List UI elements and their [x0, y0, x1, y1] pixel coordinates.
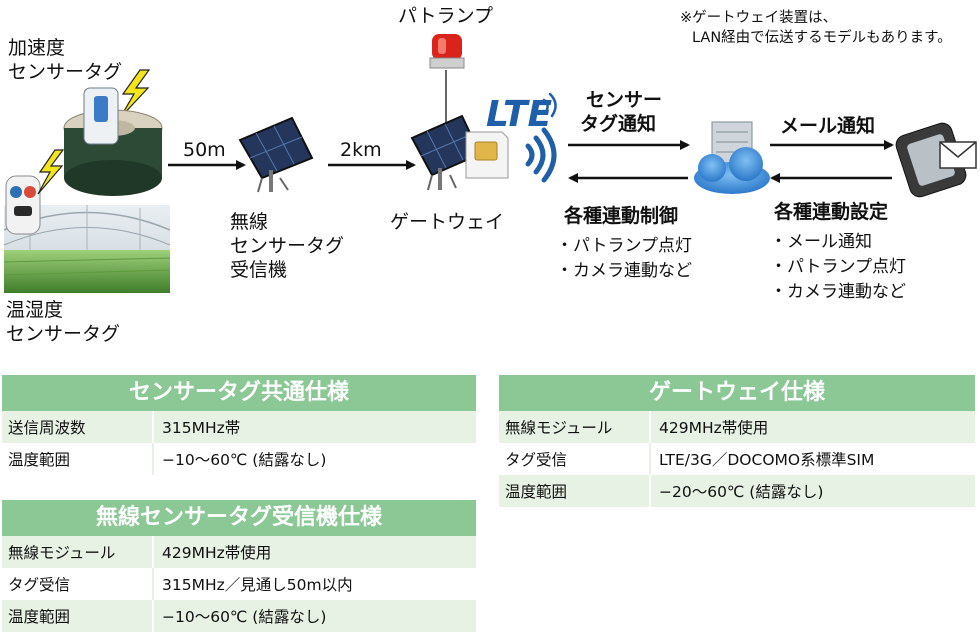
table-row: 無線モジュール 429MHz帯使用	[2, 536, 476, 568]
spec-key: 無線モジュール	[505, 419, 613, 437]
settings-item-mail: ・メール通知	[770, 232, 872, 252]
receiver-spec-title: 無線センサータグ受信機仕様	[2, 500, 476, 536]
sensor-notify-label: センサー タグ通知	[580, 88, 662, 136]
spec-key: タグ受信	[8, 576, 71, 594]
spec-value: 315MHz帯	[152, 411, 476, 443]
sensor-notify-line1: センサー	[586, 89, 663, 111]
spec-key: 温度範囲	[8, 451, 71, 469]
receiver-label-line1: 無線	[230, 211, 269, 233]
control-list: ・パトランプ点灯 ・カメラ連動など	[556, 234, 692, 284]
flow-arrows	[168, 140, 894, 183]
note-line1: ※ゲートウェイ装置は、	[680, 10, 838, 26]
settings-title: 各種連動設定	[774, 201, 889, 223]
accel-tag-label-line1: 加速度	[8, 37, 66, 59]
receiver-label: 無線 センサータグ 受信機	[230, 210, 344, 282]
sim-card-icon	[465, 131, 509, 179]
table-row: タグ受信 LTE/3G／DOCOMO系標準SIM	[499, 443, 975, 475]
table-row: 送信周波数 315MHz帯	[2, 411, 476, 443]
greenhouse-image	[3, 205, 171, 293]
smartphone-icon	[895, 122, 977, 198]
spec-value: 315MHz／見通し50m以内	[152, 568, 476, 600]
spec-value: 429MHz帯使用	[649, 411, 975, 443]
system-diagram	[3, 34, 977, 293]
accel-tag-label-line2: センサータグ	[8, 61, 123, 83]
spec-key: 温度範囲	[8, 608, 71, 626]
note-line2: LAN経由で伝送するモデルもあります。	[692, 30, 952, 46]
spec-key: 送信周波数	[8, 419, 86, 437]
mail-notify-label: メール通知	[780, 115, 876, 137]
spec-value: −10〜60℃ (結露なし)	[152, 600, 476, 632]
lte-signal-icon	[525, 92, 557, 183]
table-row: 温度範囲 −10〜60℃ (結露なし)	[2, 443, 476, 475]
settings-item-camera: ・カメラ連動など	[770, 282, 906, 302]
sensor-notify-line2: タグ通知	[580, 113, 657, 135]
gateway-label: ゲートウェイ	[390, 211, 505, 233]
patlamp-label: パトランプ	[398, 5, 494, 27]
control-item-patlamp: ・パトランプ点灯	[556, 236, 692, 256]
tag-common-spec-table: センサータグ共通仕様 送信周波数 315MHz帯 温度範囲 −10〜60℃ (結…	[2, 375, 476, 475]
distance-50m-label: 50m	[183, 139, 226, 161]
spec-value: −20〜60℃ (結露なし)	[649, 475, 975, 507]
receiver-solar-panel-icon	[238, 116, 314, 193]
temp-humidity-tag-icon	[5, 175, 41, 235]
settings-item-patlamp: ・パトランプ点灯	[770, 257, 906, 277]
gateway-lan-note: ※ゲートウェイ装置は、 LAN経由で伝送するモデルもあります。	[680, 8, 952, 48]
receiver-label-line3: 受信機	[230, 259, 288, 281]
table-row: 温度範囲 −10〜60℃ (結露なし)	[2, 600, 476, 632]
control-item-camera: ・カメラ連動など	[556, 261, 692, 281]
gateway-solar-panel-icon	[410, 70, 482, 191]
cloud-server-icon	[694, 121, 770, 194]
lte-logo: LTE	[486, 94, 553, 135]
lightning-bolt-icon	[37, 69, 151, 195]
spec-value: 429MHz帯使用	[152, 536, 476, 568]
temp-tag-label-line2: センサータグ	[6, 323, 121, 345]
table-row: 温度範囲 −20〜60℃ (結露なし)	[499, 475, 975, 507]
spec-value: −10〜60℃ (結露なし)	[152, 443, 476, 475]
accel-tag-label: 加速度 センサータグ	[8, 36, 122, 84]
gateway-spec-title: ゲートウェイ仕様	[499, 375, 975, 411]
receiver-spec-table: 無線センサータグ受信機仕様 無線モジュール 429MHz帯使用 タグ受信 315…	[2, 500, 476, 632]
gateway-spec-table: ゲートウェイ仕様 無線モジュール 429MHz帯使用 タグ受信 LTE/3G／D…	[499, 375, 975, 507]
spec-value: LTE/3G／DOCOMO系標準SIM	[649, 443, 975, 475]
temp-tag-label: 温湿度 センサータグ	[6, 298, 120, 346]
tag-common-spec-title: センサータグ共通仕様	[2, 375, 476, 411]
accelerometer-tag-icon	[63, 87, 163, 196]
control-title: 各種連動制御	[564, 205, 679, 227]
patlamp-icon	[429, 34, 465, 69]
spec-key: タグ受信	[505, 451, 568, 469]
spec-key: 温度範囲	[505, 483, 568, 501]
spec-key: 無線モジュール	[8, 544, 116, 562]
table-row: タグ受信 315MHz／見通し50m以内	[2, 568, 476, 600]
temp-tag-label-line1: 温湿度	[6, 299, 64, 321]
receiver-label-line2: センサータグ	[230, 235, 345, 257]
distance-2km-label: 2km	[340, 139, 382, 161]
table-row: 無線モジュール 429MHz帯使用	[499, 411, 975, 443]
settings-list: ・メール通知 ・パトランプ点灯 ・カメラ連動など	[770, 230, 906, 305]
